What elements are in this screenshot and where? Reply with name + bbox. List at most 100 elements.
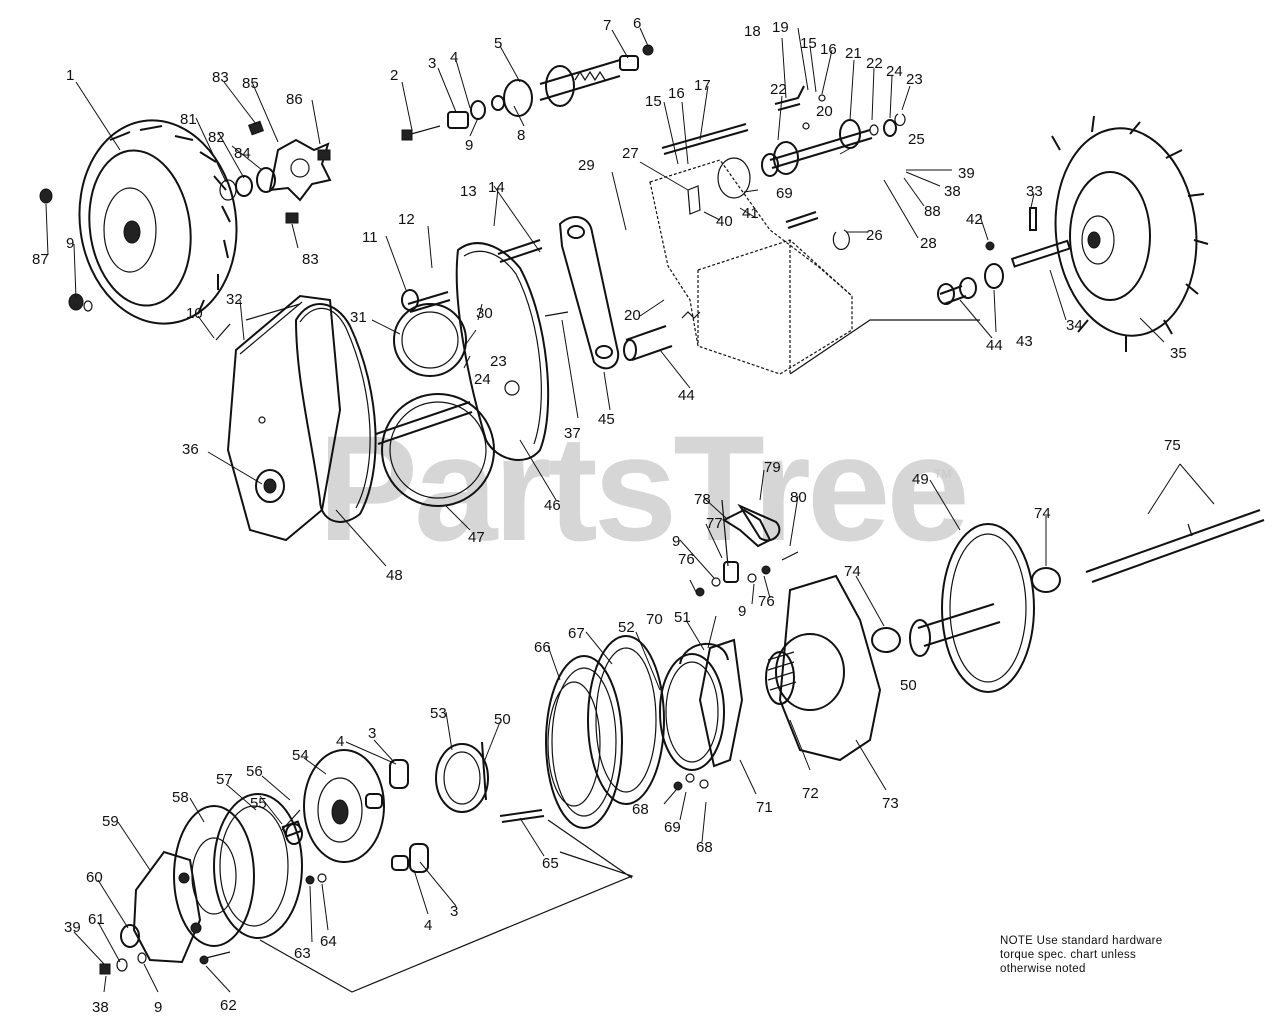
callout-23: 23 xyxy=(906,71,923,88)
note-line-3: otherwise noted xyxy=(1000,963,1086,975)
callout-17: 17 xyxy=(694,77,711,94)
callout-68: 68 xyxy=(632,801,649,818)
callout-15b: 15 xyxy=(645,93,662,110)
callout-69: 69 xyxy=(776,185,793,202)
callout-39: 39 xyxy=(958,165,975,182)
callout-39b: 39 xyxy=(64,919,81,936)
callout-84: 84 xyxy=(234,145,251,162)
callout-35: 35 xyxy=(1170,345,1187,362)
callout-12: 12 xyxy=(398,211,415,228)
leader-lines xyxy=(45,27,1215,993)
callout-44b: 44 xyxy=(678,387,695,404)
callout-26: 26 xyxy=(866,227,883,244)
callout-19: 19 xyxy=(772,19,789,36)
callout-77: 77 xyxy=(706,515,723,532)
callout-82: 82 xyxy=(208,129,225,146)
callout-38b: 38 xyxy=(92,999,109,1016)
top-shaft-assembly xyxy=(401,44,654,141)
callout-7: 7 xyxy=(603,17,611,34)
callout-36: 36 xyxy=(182,441,199,458)
hardware-note: NOTE Use standard hardware torque spec. … xyxy=(1000,934,1240,976)
callout-5: 5 xyxy=(494,35,502,52)
callout-72: 72 xyxy=(802,785,819,802)
callout-24: 24 xyxy=(886,63,903,80)
callout-21: 21 xyxy=(845,45,862,62)
callout-41: 41 xyxy=(742,205,759,222)
callout-3c: 3 xyxy=(450,903,458,920)
callout-73: 73 xyxy=(882,795,899,812)
callout-78: 78 xyxy=(694,491,711,508)
callout-32: 32 xyxy=(226,291,243,308)
callout-16b: 16 xyxy=(668,85,685,102)
callout-40: 40 xyxy=(716,213,733,230)
callout-74: 74 xyxy=(1034,505,1051,522)
callout-59: 59 xyxy=(102,813,119,830)
callout-53: 53 xyxy=(430,705,447,722)
callout-81: 81 xyxy=(180,111,197,128)
cleat-wheel-part xyxy=(785,115,1209,352)
callout-43: 43 xyxy=(1016,333,1033,350)
callout-69b: 69 xyxy=(664,819,681,836)
callout-56: 56 xyxy=(246,763,263,780)
callout-3: 3 xyxy=(428,55,436,72)
callout-labels: 1 2 3 4 5 7 6 8 9 18 19 15 16 21 22 24 2… xyxy=(32,15,1187,1016)
callout-58: 58 xyxy=(172,789,189,806)
callout-15: 15 xyxy=(800,35,817,52)
callout-50b: 50 xyxy=(494,711,511,728)
callout-22: 22 xyxy=(866,55,883,72)
clutch-assembly xyxy=(99,499,1265,975)
callout-20b: 20 xyxy=(624,307,641,324)
note-line-2: torque spec. chart unless xyxy=(1000,949,1136,961)
callout-9e: 9 xyxy=(154,999,162,1016)
callout-47: 47 xyxy=(468,529,485,546)
callout-88: 88 xyxy=(924,203,941,220)
callout-27: 27 xyxy=(622,145,639,162)
callout-4b: 4 xyxy=(336,733,344,750)
callout-60: 60 xyxy=(86,869,103,886)
callout-46: 46 xyxy=(544,497,561,514)
callout-83: 83 xyxy=(212,69,229,86)
callout-50: 50 xyxy=(900,677,917,694)
callout-2: 2 xyxy=(390,67,398,84)
callout-49: 49 xyxy=(912,471,929,488)
note-line-1: NOTE Use standard hardware xyxy=(1000,935,1163,947)
callout-6: 6 xyxy=(633,15,641,32)
callout-23b: 23 xyxy=(490,353,507,370)
callout-22b: 22 xyxy=(770,81,787,98)
callout-44: 44 xyxy=(986,337,1003,354)
callout-76b: 76 xyxy=(758,593,775,610)
callout-11: 11 xyxy=(362,229,378,246)
callout-71: 71 xyxy=(756,799,773,816)
callout-64: 64 xyxy=(320,933,337,950)
idler-shaft-assembly xyxy=(661,85,906,177)
callout-87: 87 xyxy=(32,251,49,268)
callout-66: 66 xyxy=(534,639,551,656)
callout-45: 45 xyxy=(598,411,615,428)
callout-51: 51 xyxy=(674,609,691,626)
watermark-trademark: TM xyxy=(934,467,951,481)
callout-9b: 9 xyxy=(66,235,74,252)
callout-48: 48 xyxy=(386,567,403,584)
callout-10: 10 xyxy=(186,305,203,322)
callout-9d: 9 xyxy=(738,603,746,620)
callout-31: 31 xyxy=(350,309,367,326)
callout-37: 37 xyxy=(564,425,581,442)
frame-housing xyxy=(649,157,853,375)
watermark: PartsTree TM xyxy=(318,404,970,572)
callout-34: 34 xyxy=(1066,317,1083,334)
callout-24b: 24 xyxy=(474,371,491,388)
watermark-brand: PartsTree xyxy=(318,404,966,572)
parts-drawing xyxy=(39,27,1265,993)
callout-67: 67 xyxy=(568,625,585,642)
callout-30: 30 xyxy=(476,305,493,322)
callout-80: 80 xyxy=(790,489,807,506)
callout-68b: 68 xyxy=(696,839,713,856)
callout-63: 63 xyxy=(294,945,311,962)
callout-33: 33 xyxy=(1026,183,1043,200)
callout-4c: 4 xyxy=(424,917,432,934)
callout-54: 54 xyxy=(292,747,309,764)
callout-20: 20 xyxy=(816,103,833,120)
callout-14: 14 xyxy=(488,179,505,196)
callout-3b: 3 xyxy=(368,725,376,742)
